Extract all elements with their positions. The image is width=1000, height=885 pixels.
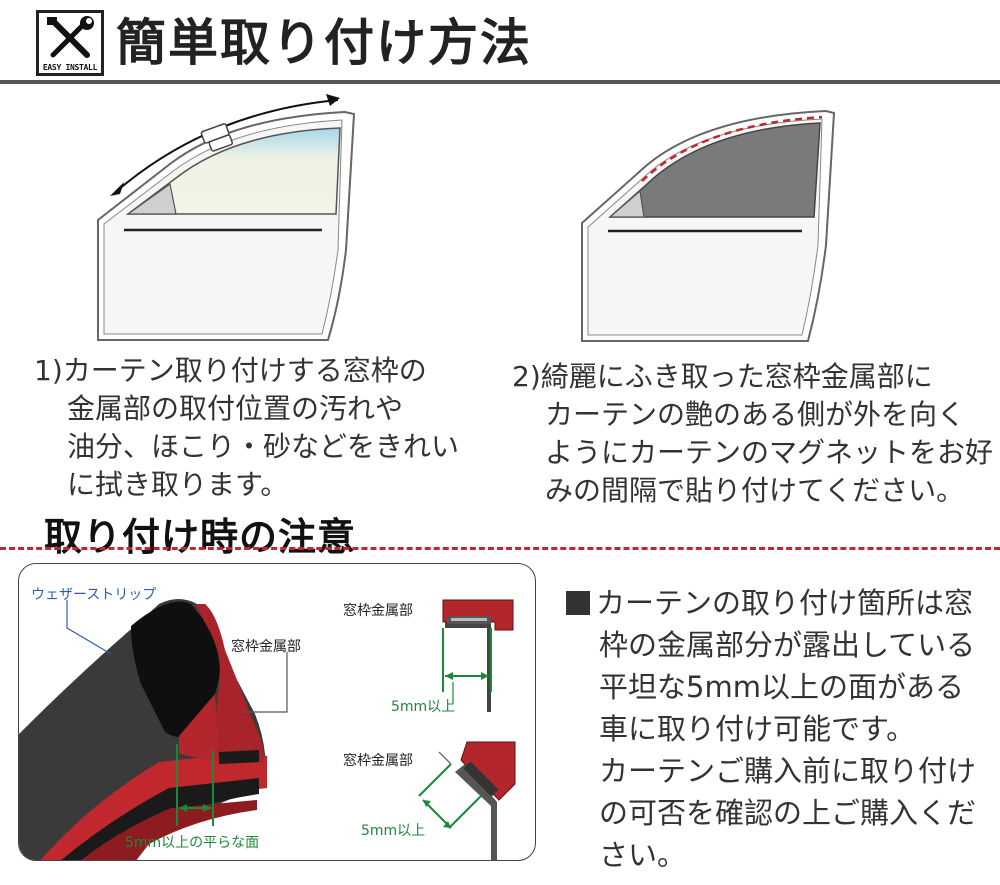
tools-icon: [47, 16, 94, 58]
bullet-square-icon: [566, 591, 590, 615]
door-illustration-2: [581, 109, 836, 342]
page-title: 簡単取り付け方法: [116, 13, 532, 72]
note-line-4: 車に取り付け可能です。: [599, 712, 916, 746]
weather-strip-label: ウェザーストリップ: [31, 587, 157, 603]
step-2-line-4: みの間隔で貼り付けてください。: [545, 474, 965, 507]
step-2-line-3: ようにカーテンのマグネットをお好: [545, 436, 994, 469]
step-2-number: 2): [512, 360, 541, 393]
step-2-line-1: 綺麗にふき取った窓枠金属部に: [540, 360, 933, 393]
step-1-line-3: 油分、ほこり・砂などをきれい: [67, 430, 460, 463]
note-line-3: 平坦な5mm以上の面がある: [599, 670, 964, 704]
note-line-2: 枠の金属部分が露出している: [599, 628, 976, 662]
header-divider: [0, 80, 1000, 84]
note-line-6: の可否を確認の上ご購入くだ: [599, 796, 977, 830]
flat-surface-width-label: 5mm以上の平らな面: [125, 835, 260, 851]
note-line-1: カーテンの取り付け箇所は窓: [596, 586, 974, 620]
step-2: 2)綺麗にふき取った窓枠金属部に カーテンの艶のある側が外を向く ようにカーテン…: [512, 358, 993, 510]
width-label-top: 5mm以上: [391, 699, 456, 715]
caution-diagram-panel: ウェザーストリップ 窓枠金属部 5mm以上の平らな面 窓枠金属部 5mm以上 窓…: [18, 563, 536, 861]
note-line-5: カーテンご購入前に取り付け: [599, 754, 977, 788]
caution-note: カーテンの取り付け箇所は窓 枠の金属部分が露出している 平坦な5mm以上の面があ…: [566, 582, 976, 876]
caution-divider: [0, 547, 1000, 550]
cross-section-diagrams: [19, 599, 516, 860]
frame-metal-label-main: 窓枠金属部: [231, 639, 301, 655]
easy-install-icon: EASY INSTALL: [36, 10, 104, 76]
width-label-bottom: 5mm以上: [361, 823, 426, 839]
step-1-number: 1): [34, 354, 63, 387]
step-1: 1)カーテン取り付けする窓枠の 金属部の取付位置の汚れや 油分、ほこり・砂などを…: [34, 352, 459, 504]
frame-metal-label-top: 窓枠金属部: [343, 603, 413, 619]
step-2-line-2: カーテンの艶のある側が外を向く: [545, 398, 966, 431]
note-line-7: さい。: [599, 838, 687, 872]
step-1-line-1: カーテン取り付けする窓枠の: [62, 354, 427, 387]
door-illustration-1: [97, 94, 356, 341]
step-1-line-4: に拭き取ります。: [67, 468, 289, 501]
frame-metal-label-bottom: 窓枠金属部: [343, 753, 413, 769]
caution-title: 取り付け時の注意: [44, 514, 357, 559]
easy-install-label: EASY INSTALL: [42, 63, 98, 72]
step-1-line-2: 金属部の取付位置の汚れや: [67, 392, 404, 425]
